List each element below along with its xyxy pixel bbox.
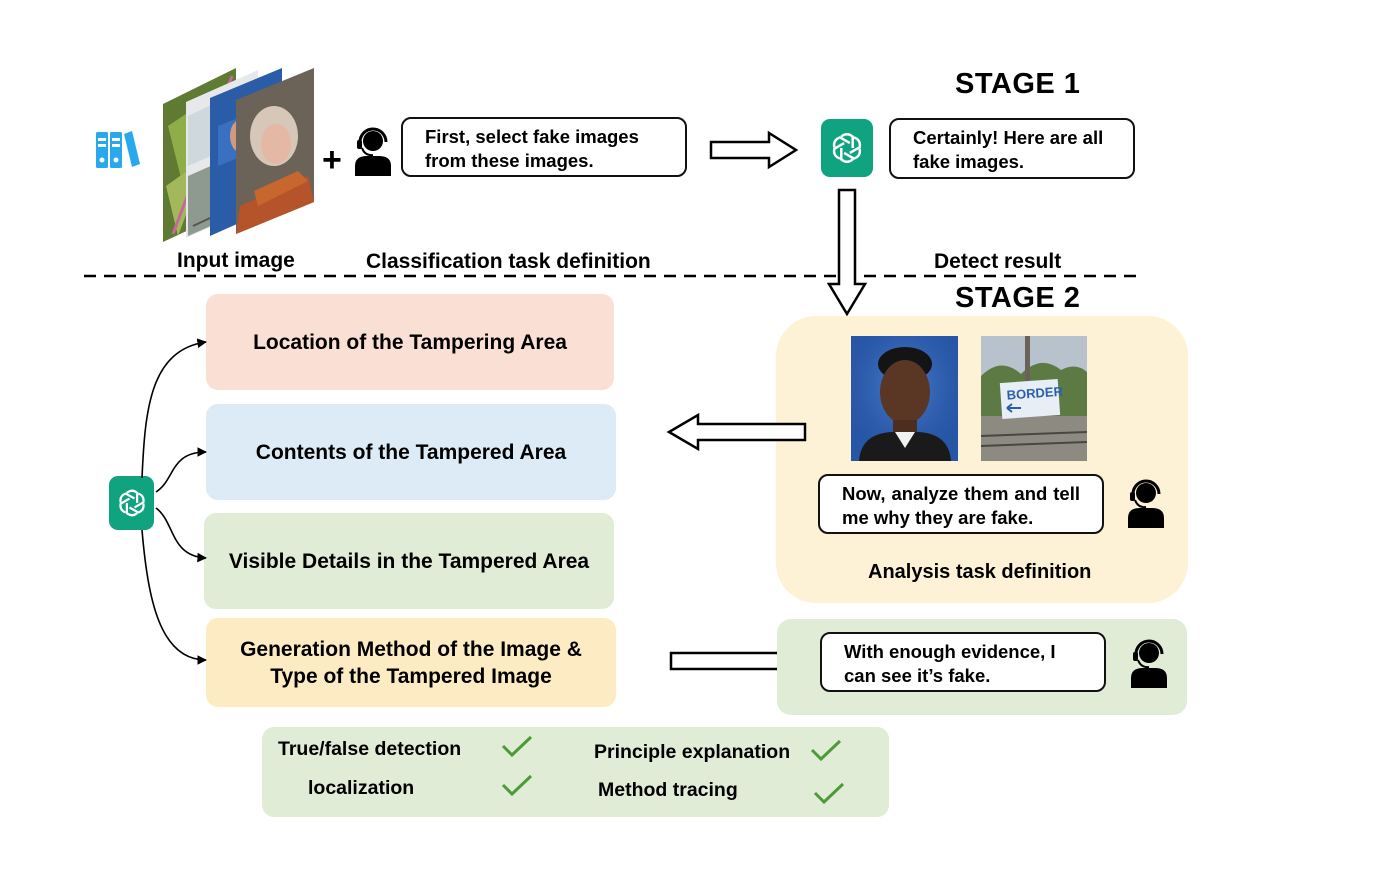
caption-classification: Classification task definition [366,250,651,273]
input-photo-portrait [236,68,314,234]
border-sign-text: BORDER [1006,384,1064,403]
caption-analysis: Analysis task definition [868,561,1092,583]
output-box-contents: Contents of the Tampered Area [206,404,616,500]
arrow-left [666,412,807,452]
fake-photo-border-sign: BORDER [981,336,1087,461]
stage1-title: STAGE 1 [955,68,1081,100]
stage1-reply-bubble: Certainly! Here are all fake images. [889,118,1135,179]
caption-detect-result: Detect result [934,250,1062,273]
check-label-principle: Principle explanation [594,741,791,763]
stage-divider [84,274,1138,278]
openai-logo-icon [821,119,873,177]
check-icon [501,774,533,797]
check-icon [501,735,533,758]
database-binders-icon [96,131,140,168]
capabilities-panel [262,727,889,817]
output-label-visible-details: Visible Details in the Tampered Area [228,549,590,573]
output-box-visible-details: Visible Details in the Tampered Area [204,513,614,609]
stage1-reply-text: Certainly! Here are all fake images. [913,127,1104,172]
check-label-method: Method tracing [598,779,738,801]
user-headset-icon [1128,479,1164,528]
arrow-down [826,188,868,317]
check-icon [810,739,842,762]
user-headset-icon [1131,639,1167,688]
stage1-prompt-text: First, select fake images from these ima… [425,126,639,171]
stage2-prompt-bubble: Now, analyze them and tell me why they a… [818,474,1104,534]
stage1-prompt-bubble: First, select fake images from these ima… [401,117,687,177]
caption-input-image: Input image [177,249,295,272]
check-icon [813,782,845,805]
evidence-text: With enough evidence, I can see it’s fak… [844,641,1056,686]
branch-arrows [141,338,207,665]
output-box-location: Location of the Tampering Area [206,294,614,390]
output-label-generation-method: Generation Method of the Image & Type of… [240,637,582,688]
output-label-contents: Contents of the Tampered Area [255,440,567,464]
user-headset-icon [355,127,391,176]
check-label-localization: localization [308,777,415,799]
check-label-detection: True/false detection [278,738,462,760]
input-image-stack [163,68,314,242]
plus-sign: + [322,141,342,179]
arrow-right-1 [709,130,799,170]
fake-photo-portrait [851,336,958,461]
evidence-bubble: With enough evidence, I can see it’s fak… [820,632,1106,692]
stage2-title: STAGE 2 [955,282,1081,314]
stage2-prompt-text: Now, analyze them and tell me why they a… [842,483,1080,528]
output-box-generation-method: Generation Method of the Image & Type of… [206,618,616,707]
output-label-location: Location of the Tampering Area [253,330,567,354]
openai-logo-icon [109,476,154,530]
